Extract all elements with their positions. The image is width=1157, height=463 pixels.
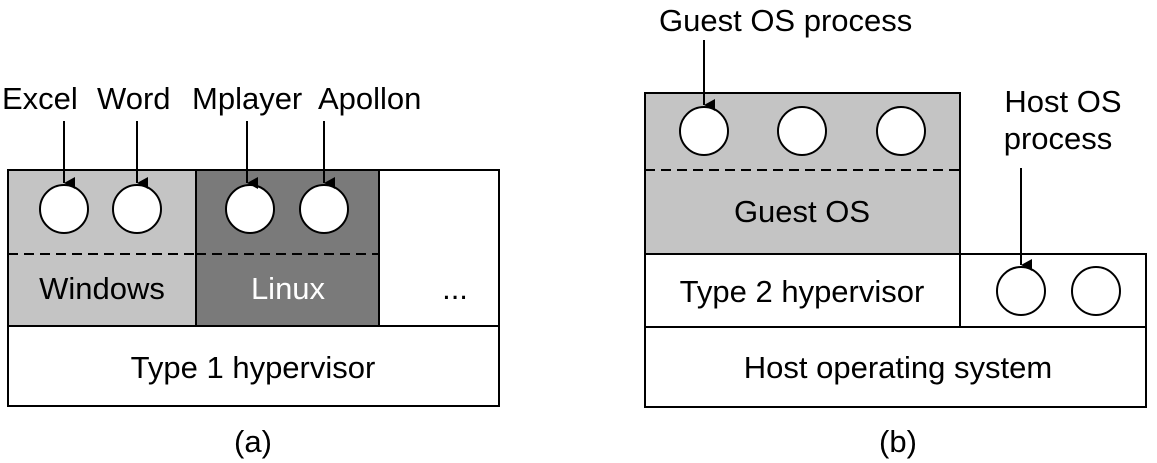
more-vms-label: ... (442, 271, 468, 306)
guest-process-label: Guest OS process (659, 3, 912, 38)
extra-vm-box (378, 169, 500, 327)
linux-label: Linux (251, 271, 326, 306)
type1-hypervisor-label: Type 1 hypervisor (131, 350, 376, 385)
panel-a-caption: (a) (234, 424, 272, 459)
linux-vm-box (195, 169, 380, 327)
excel-label: Excel (2, 81, 78, 116)
word-label: Word (97, 81, 171, 116)
host-process-circle-2 (1071, 266, 1121, 316)
apollon-label: Apollon (318, 81, 421, 116)
guest-os-label: Guest OS (734, 194, 870, 229)
guest-process-circle-2 (777, 106, 827, 156)
mplayer-process-circle (225, 184, 275, 234)
windows-label: Windows (39, 271, 165, 306)
word-process-circle (112, 184, 162, 234)
type1-hypervisor-box (7, 325, 500, 407)
host-os-label: Host operating system (744, 350, 1052, 385)
host-process-label-line2: process (1004, 121, 1113, 156)
guest-process-circle-1 (679, 106, 729, 156)
windows-vm-box (7, 169, 197, 327)
type2-hypervisor-label: Type 2 hypervisor (680, 274, 925, 309)
excel-process-circle (39, 184, 89, 234)
panel-b-caption: (b) (879, 424, 917, 459)
host-process-circle-1 (996, 266, 1046, 316)
type2-hypervisor-box (644, 253, 961, 328)
host-process-label-line1: Host OS (1004, 84, 1121, 119)
guest-process-circle-3 (876, 106, 926, 156)
mplayer-label: Mplayer (192, 81, 302, 116)
panel-a: Excel Word Mplayer Apollon Windows Linux… (2, 81, 500, 459)
apollon-process-circle (299, 184, 349, 234)
panel-b: Guest OS process Guest OS Type 2 hypervi… (644, 3, 1147, 459)
host-os-box (644, 326, 1147, 408)
